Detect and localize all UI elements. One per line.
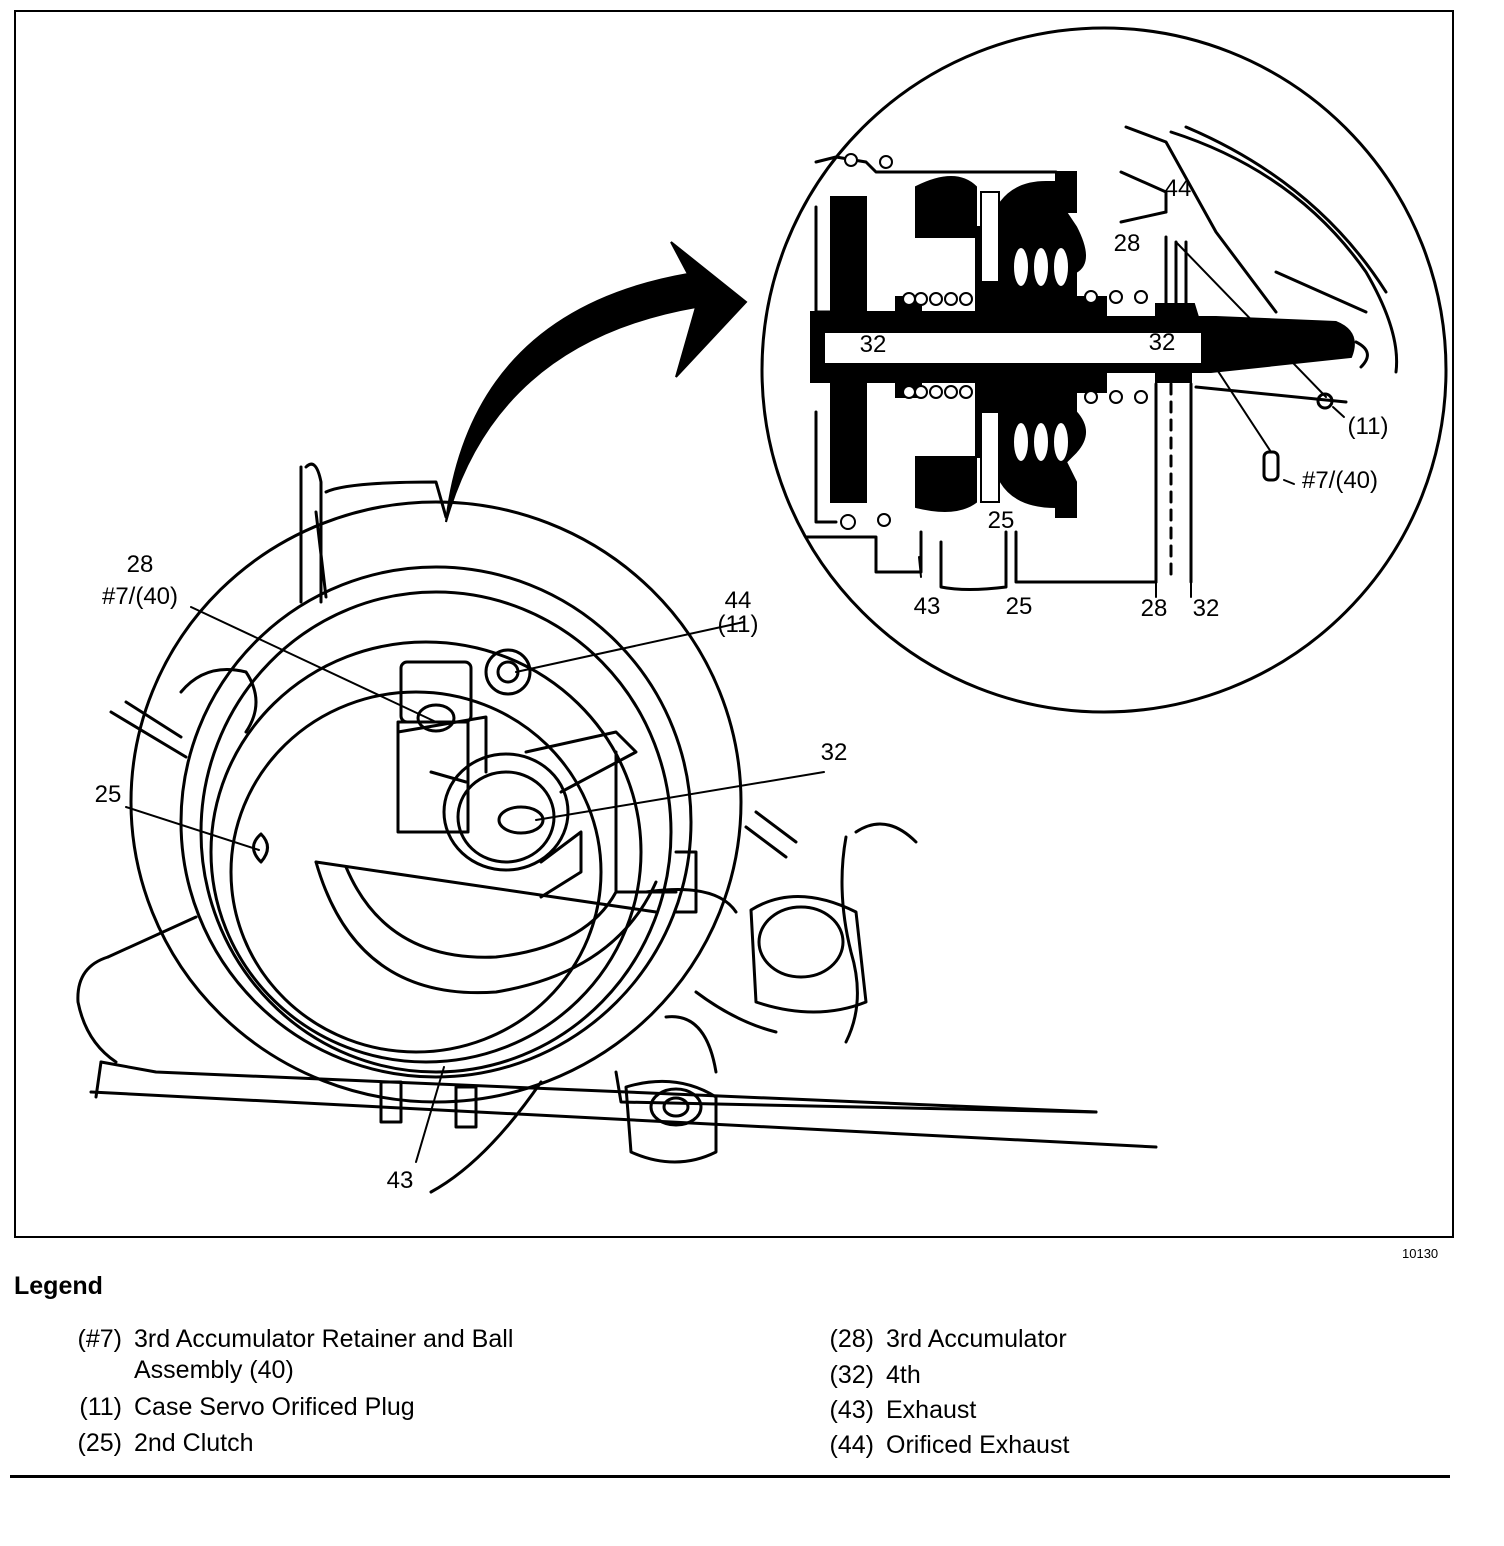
legend-title: Legend [14, 1272, 103, 1300]
legend-code: (#7) [77, 1325, 122, 1353]
detail-callout-28: 28 [1113, 230, 1141, 257]
legend-code: (11) [79, 1393, 122, 1421]
detail-arrow [445, 241, 748, 523]
detail-bottom-28: 28 [1140, 595, 1168, 622]
detail-view [760, 26, 1448, 714]
detail-callout-11: (11) [1347, 413, 1389, 440]
detail-callout-32-right: 32 [1148, 329, 1176, 356]
legend-code: (25) [77, 1429, 122, 1457]
figure-id: 10130 [1402, 1246, 1439, 1261]
diagram-figure: 28 #7/(40) 44 (11) 32 25 43 44 28 32 32 … [14, 10, 1454, 1238]
legend-text: 4th [886, 1361, 921, 1389]
callout-43: 43 [386, 1167, 414, 1194]
detail-callout-44: 44 [1164, 175, 1192, 202]
detail-shaft [823, 153, 1203, 530]
legend-text: 3rd Accumulator [886, 1325, 1067, 1353]
bottom-rule [10, 1475, 1450, 1478]
callout-25: 25 [94, 781, 122, 808]
detail-bottom-32: 32 [1192, 595, 1220, 622]
legend-text: 3rd Accumulator Retainer and Ball Assemb… [134, 1325, 514, 1384]
legend-code: (43) [829, 1396, 874, 1424]
legend-code: (44) [829, 1431, 874, 1459]
callout-28: 28 [126, 551, 154, 578]
callout-44: 44 [724, 587, 752, 614]
legend-text: Orificed Exhaust [886, 1431, 1070, 1459]
detail-bottom-43: 43 [913, 593, 941, 620]
detail-callout-32-left: 32 [859, 331, 887, 358]
servo-bodies [252, 648, 868, 1164]
detail-callout-25: 25 [987, 507, 1015, 534]
legend-text: Case Servo Orificed Plug [134, 1393, 415, 1421]
main-leader-lines [125, 606, 825, 1163]
legend-text: Exhaust [886, 1396, 977, 1424]
legend-text: 2nd Clutch [134, 1429, 254, 1457]
callout-7-40: #7/(40) [101, 583, 179, 610]
callout-11: (11) [717, 611, 759, 638]
diagram-drawing [76, 26, 1448, 1194]
legend-code: (28) [829, 1325, 874, 1353]
callout-32: 32 [820, 739, 848, 766]
detail-bottom-25: 25 [1005, 593, 1033, 620]
detail-callout-7-40: #7/(40) [1301, 467, 1379, 494]
clutch-bore-rings [129, 500, 743, 1194]
legend-code: (32) [829, 1361, 874, 1389]
